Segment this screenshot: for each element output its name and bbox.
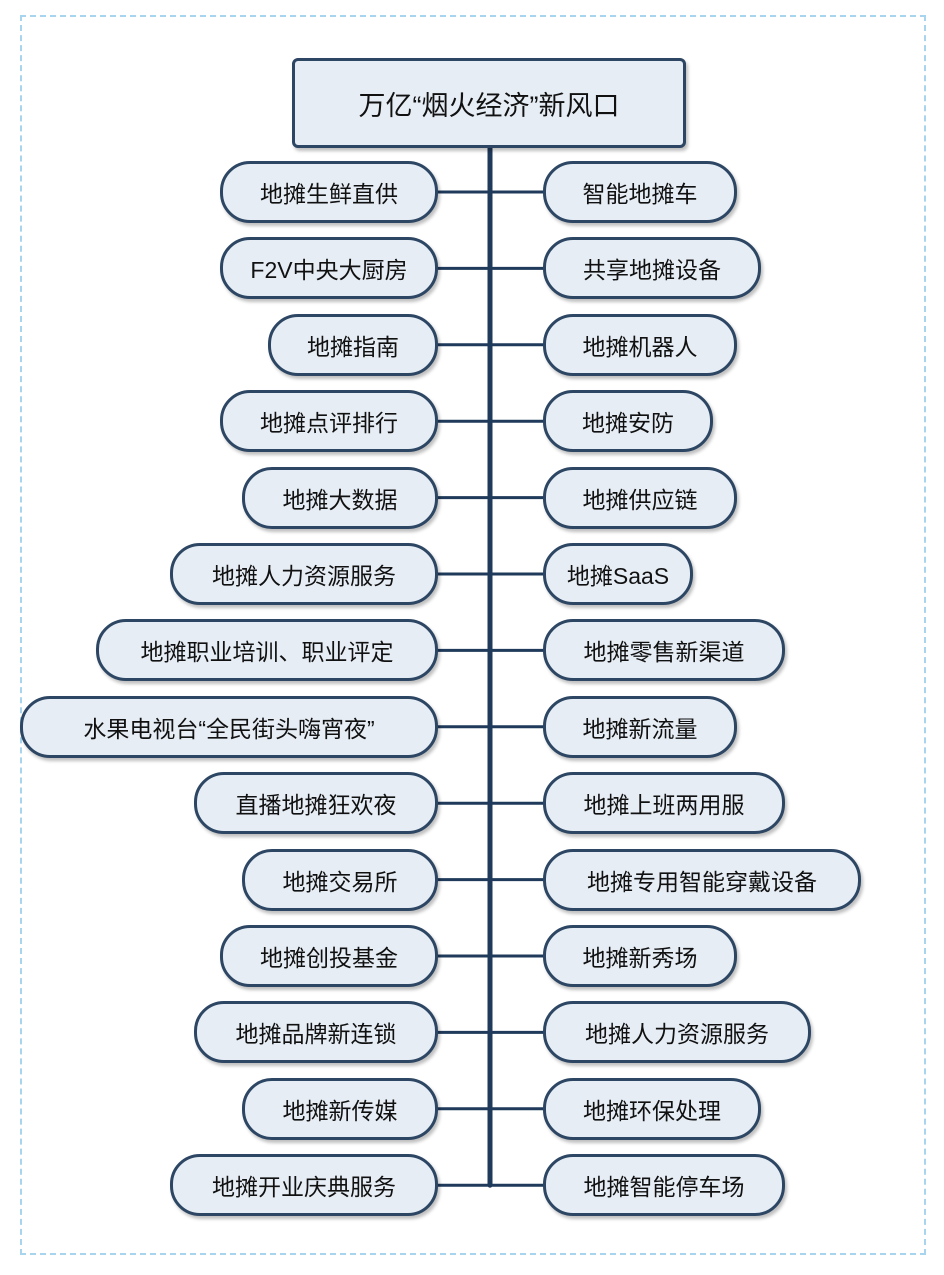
- right-node-5: 地摊供应链: [543, 466, 737, 529]
- left-node-13: 地摊新传媒: [242, 1077, 438, 1140]
- left-node-12: 地摊品牌新连锁: [194, 1001, 438, 1064]
- right-node-13: 地摊环保处理: [543, 1077, 761, 1140]
- left-node-9: 直播地摊狂欢夜: [194, 772, 438, 835]
- root-title: 万亿“烟火经济”新风口: [292, 58, 686, 148]
- left-node-1: 地摊生鲜直供: [220, 161, 438, 223]
- right-node-1: 智能地摊车: [543, 161, 737, 223]
- left-node-6: 地摊人力资源服务: [170, 543, 438, 605]
- left-node-3: 地摊指南: [268, 313, 438, 376]
- left-node-8: 水果电视台“全民街头嗨宵夜”: [20, 695, 438, 758]
- right-node-11: 地摊新秀场: [543, 925, 737, 987]
- left-node-7: 地摊职业培训、职业评定: [96, 619, 438, 682]
- left-node-11: 地摊创投基金: [220, 925, 438, 987]
- right-node-6: 地摊SaaS: [543, 543, 693, 605]
- right-node-14: 地摊智能停车场: [543, 1154, 785, 1217]
- right-node-10: 地摊专用智能穿戴设备: [543, 848, 861, 911]
- right-node-3: 地摊机器人: [543, 313, 737, 376]
- left-node-10: 地摊交易所: [242, 848, 438, 911]
- left-node-5: 地摊大数据: [242, 466, 438, 529]
- right-node-4: 地摊安防: [543, 390, 713, 453]
- right-node-7: 地摊零售新渠道: [543, 619, 785, 682]
- right-node-12: 地摊人力资源服务: [543, 1001, 811, 1064]
- left-node-4: 地摊点评排行: [220, 390, 438, 453]
- left-node-2: F2V中央大厨房: [220, 237, 438, 300]
- left-node-14: 地摊开业庆典服务: [170, 1154, 438, 1217]
- right-node-9: 地摊上班两用服: [543, 772, 785, 835]
- dashed-frame: [20, 15, 926, 1255]
- right-node-8: 地摊新流量: [543, 695, 737, 758]
- right-node-2: 共享地摊设备: [543, 237, 761, 300]
